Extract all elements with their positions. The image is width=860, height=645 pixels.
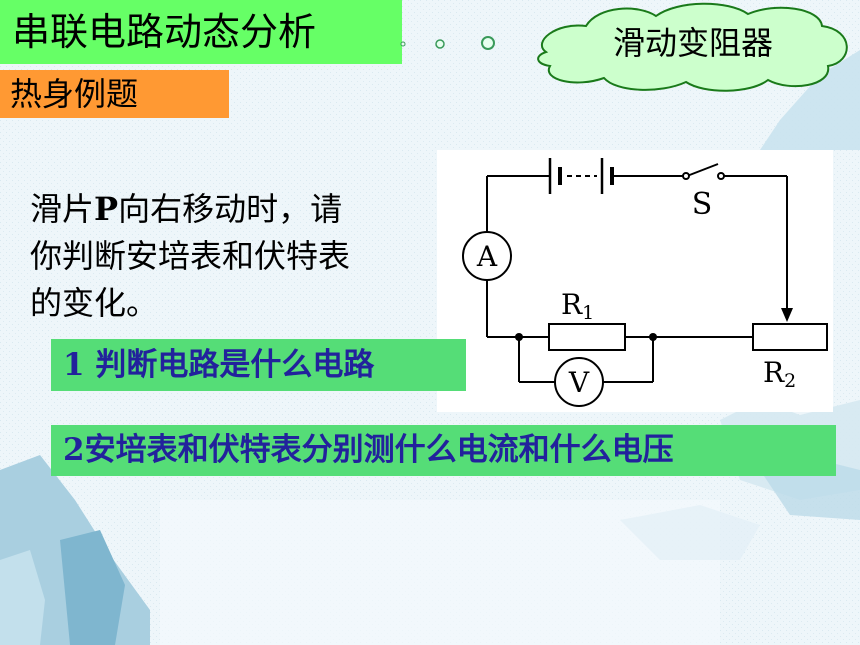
r1-label: R1 — [561, 288, 594, 324]
switch-blade — [686, 163, 719, 177]
question-text: 滑片P向右移动时，请 你判断安培表和伏特表 的变化。 — [30, 186, 430, 327]
question-line-3: 的变化。 — [30, 284, 159, 322]
switch-contact-left — [682, 172, 690, 180]
cloud-label: 滑动变阻器 — [613, 24, 773, 62]
circuit-diagram: A V S R1 R2 — [437, 150, 833, 412]
section-subtitle: 热身例题 — [0, 70, 229, 118]
ammeter-circle — [462, 231, 512, 281]
hint-step-2: 2安培表和伏特表分别测什么电流和什么电压 — [51, 425, 836, 476]
r2-label: R2 — [763, 356, 796, 392]
page-title: 串联电路动态分析 — [0, 0, 402, 64]
junction-right — [649, 333, 657, 341]
resistor-r2 — [752, 323, 828, 351]
slider-arrow — [781, 308, 793, 322]
switch-label: S — [692, 187, 713, 222]
question-line-2: 你判断安培表和伏特表 — [30, 237, 351, 275]
hint-step-1: 1 判断电路是什么电路 — [51, 339, 466, 391]
voltmeter-circle — [554, 357, 604, 407]
question-line-1: 滑片P向右移动时，请 — [30, 190, 343, 228]
switch-contact-right — [717, 172, 725, 180]
cloud-callout: 滑动变阻器 — [537, 2, 848, 92]
junction-left — [515, 333, 523, 341]
cloud-pointer-dots — [400, 36, 495, 50]
ammeter-label: A — [476, 240, 498, 273]
voltmeter-label: V — [568, 366, 590, 399]
